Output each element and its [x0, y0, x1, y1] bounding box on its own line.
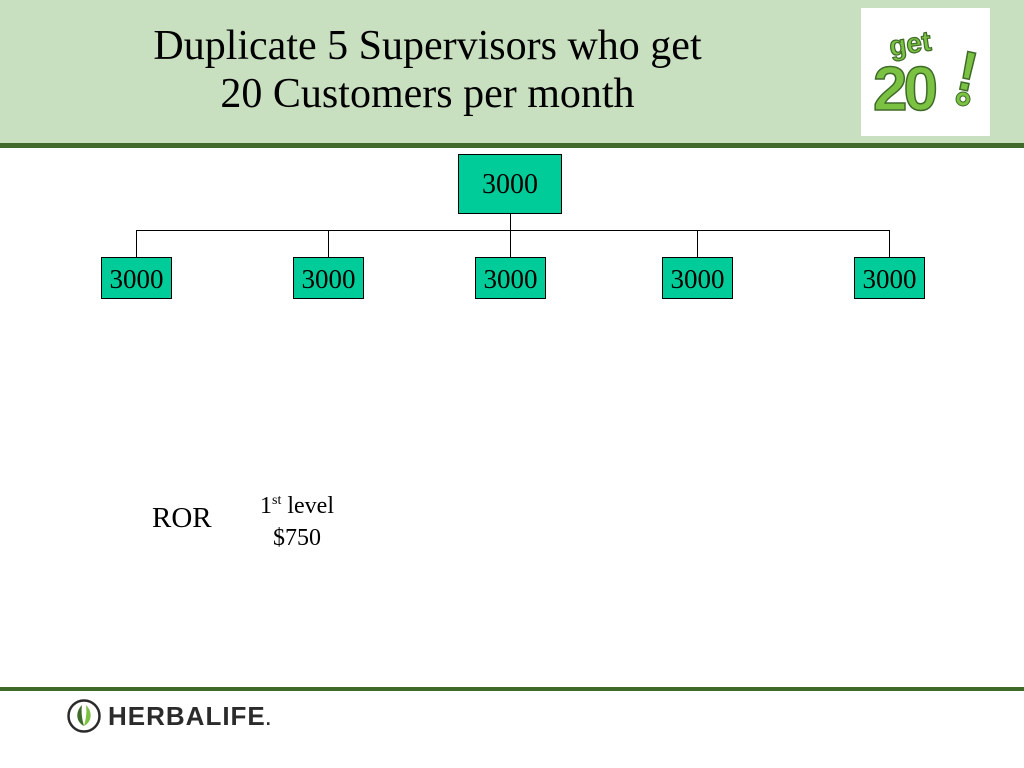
- connector-drop: [328, 230, 329, 257]
- logo-number-text: 20: [873, 55, 935, 124]
- get20-logo-graphic: get 20 !: [872, 25, 984, 125]
- flower-icon: [955, 91, 971, 107]
- leaf-icon: [67, 699, 101, 733]
- top-node: 3000: [458, 154, 562, 214]
- herbalife-logo: HERBALIFE.: [108, 700, 272, 735]
- footer-divider: [0, 687, 1024, 691]
- child-node: 3000: [293, 257, 364, 299]
- connector-drop: [889, 230, 890, 257]
- slide-header: [0, 0, 1024, 144]
- connector-stem: [510, 214, 511, 230]
- level-line: 1st level: [244, 490, 350, 522]
- level-amount: $750: [273, 525, 321, 551]
- title-line-2: 20 Customers per month: [220, 71, 635, 117]
- child-node: 3000: [101, 257, 172, 299]
- connector-drop: [697, 230, 698, 257]
- level-number: 1: [260, 493, 272, 519]
- level-block: 1st level $750: [244, 490, 350, 554]
- connector-drop: [510, 230, 511, 257]
- connector-drop: [136, 230, 137, 257]
- child-node: 3000: [662, 257, 733, 299]
- connector-bar: [136, 230, 890, 231]
- child-node: 3000: [475, 257, 546, 299]
- level-word: level: [287, 493, 334, 519]
- title-line-1: Duplicate 5 Supervisors who get: [153, 23, 702, 69]
- brand-mark: .: [265, 709, 272, 729]
- get20-logo: get 20 !: [861, 8, 990, 136]
- child-node: 3000: [854, 257, 925, 299]
- brand-name: HERBALIFE: [108, 701, 266, 731]
- header-divider: [0, 143, 1024, 148]
- level-suffix: st: [272, 493, 282, 508]
- slide-title: Duplicate 5 Supervisors who get 20 Custo…: [40, 22, 815, 118]
- ror-label: ROR: [152, 502, 212, 534]
- logo-get-text: get: [887, 25, 933, 62]
